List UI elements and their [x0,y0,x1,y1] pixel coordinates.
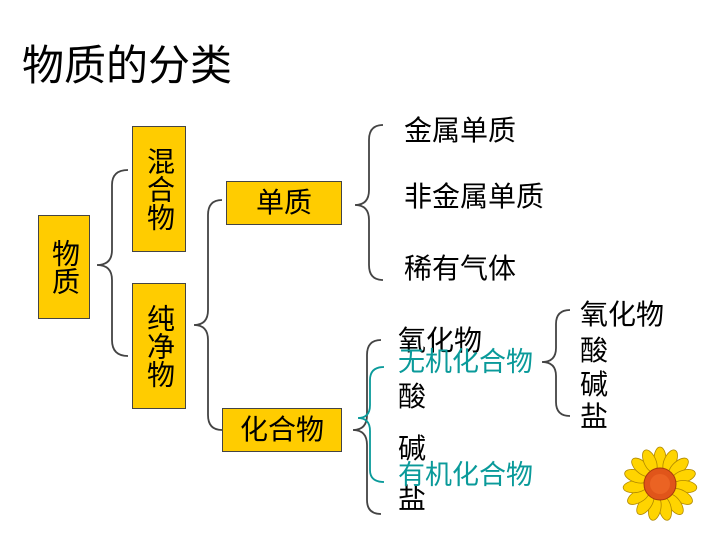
compound-label: 化合物 [239,413,324,446]
element-box: 单质 [226,181,342,225]
element-kind-nonmetal: 非金属单质 [404,180,545,213]
element-label: 单质 [255,186,312,219]
sunflower-icon [622,446,698,521]
page-title: 物质的分类 [22,41,233,90]
root-brace [96,169,129,357]
compound-kind-oxide: 氧化物 [398,324,483,357]
compound-kind-base: 碱 [398,432,427,465]
element-kind-noble-gas: 稀有气体 [404,252,517,285]
root-box: 物质 [38,215,90,319]
inorganic-kind-salt: 盐 [580,400,609,433]
compound-kind-salt: 盐 [398,482,427,515]
element-kind-metal: 金属单质 [404,114,517,147]
root-label: 物质 [48,239,81,295]
inorganic-brace [541,309,571,417]
pure-brace [193,199,223,431]
compound-kind-acid: 酸 [398,380,427,413]
organic-compound-label: 有机化合物 [398,460,533,491]
inorganic-kind-acid: 酸 [580,334,609,367]
mixture-label: 混合物 [143,147,176,231]
inorganic-kind-base: 碱 [580,368,609,401]
inorganic-compound-label: 无机化合物 [398,347,533,378]
pure-substance-label: 纯净物 [143,304,176,388]
mixture-box: 混合物 [132,126,186,252]
pure-substance-box: 纯净物 [132,283,186,409]
compound-box: 化合物 [222,408,342,452]
group-brace [357,366,385,483]
inorganic-kind-oxide: 氧化物 [580,298,665,331]
compound-brace [352,339,382,515]
element-brace [354,124,384,281]
